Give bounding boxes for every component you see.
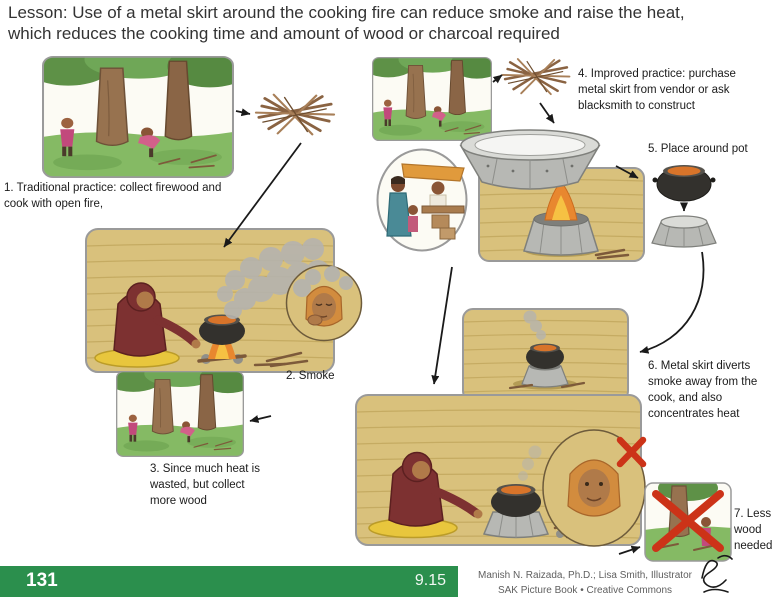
footer-bar: 131 9.15: [0, 566, 458, 597]
arrow-to-less-wood: [618, 545, 641, 555]
arrow-pot-to-small-scene: [639, 251, 705, 354]
page-number: 131: [26, 570, 58, 591]
credits: Manish N. Raizada, Ph.D.; Lisa Smith, Il…: [466, 568, 704, 598]
arrow-trees-to-bundle-1: [235, 108, 251, 117]
step-6-label: 6. Metal skirt diverts smoke away from t…: [648, 360, 758, 421]
illustration-vendor-stall: [376, 148, 468, 252]
firewood-bundle-icon-2: [500, 54, 572, 100]
arrow-to-collect-more-wood: [249, 415, 272, 423]
step-1-label: 1. Traditional practice: collect firewoo…: [4, 182, 222, 211]
figure-number: 9.15: [414, 572, 446, 589]
credit-line-2: SAK Picture Book • Creative Commons: [497, 585, 673, 596]
step-7-label: 7. Less wood needed: [734, 508, 773, 553]
illustrator-signature: [701, 554, 733, 593]
step-4-label: 4. Improved practice: purchase metal ski…: [578, 68, 736, 113]
arrow-bundle-to-skirt: [539, 102, 555, 124]
page-title: Lesson: Use of a metal skirt around the …: [8, 3, 685, 43]
less-wood-x-icon: [652, 490, 724, 552]
illustration-firewood-collection-traditional: [42, 56, 234, 178]
illustration-pot-with-skirt-small: [462, 308, 629, 402]
illustration-smoke-in-face-inset: [285, 264, 363, 342]
metal-skirt-icon: [459, 129, 601, 190]
arrow-down-to-cooking-scene: [431, 266, 453, 385]
illustration-cook-face-no-smoke: [542, 429, 647, 547]
step-3-label: 3. Since much heat is wasted, but collec…: [150, 463, 260, 508]
credit-line-1: Manish N. Raizada, Ph.D.; Lisa Smith, Il…: [478, 570, 692, 581]
pot-and-skirt-icon: [651, 165, 717, 248]
illustration-less-wood-crossed: [644, 482, 732, 562]
illustration-collect-more-wood: [116, 371, 244, 457]
step-2-label: 2. Smoke: [286, 370, 335, 382]
step-5-label: 5. Place around pot: [648, 143, 748, 155]
no-smoke-x-icon: [616, 436, 647, 468]
firewood-bundle-icon: [253, 89, 337, 141]
